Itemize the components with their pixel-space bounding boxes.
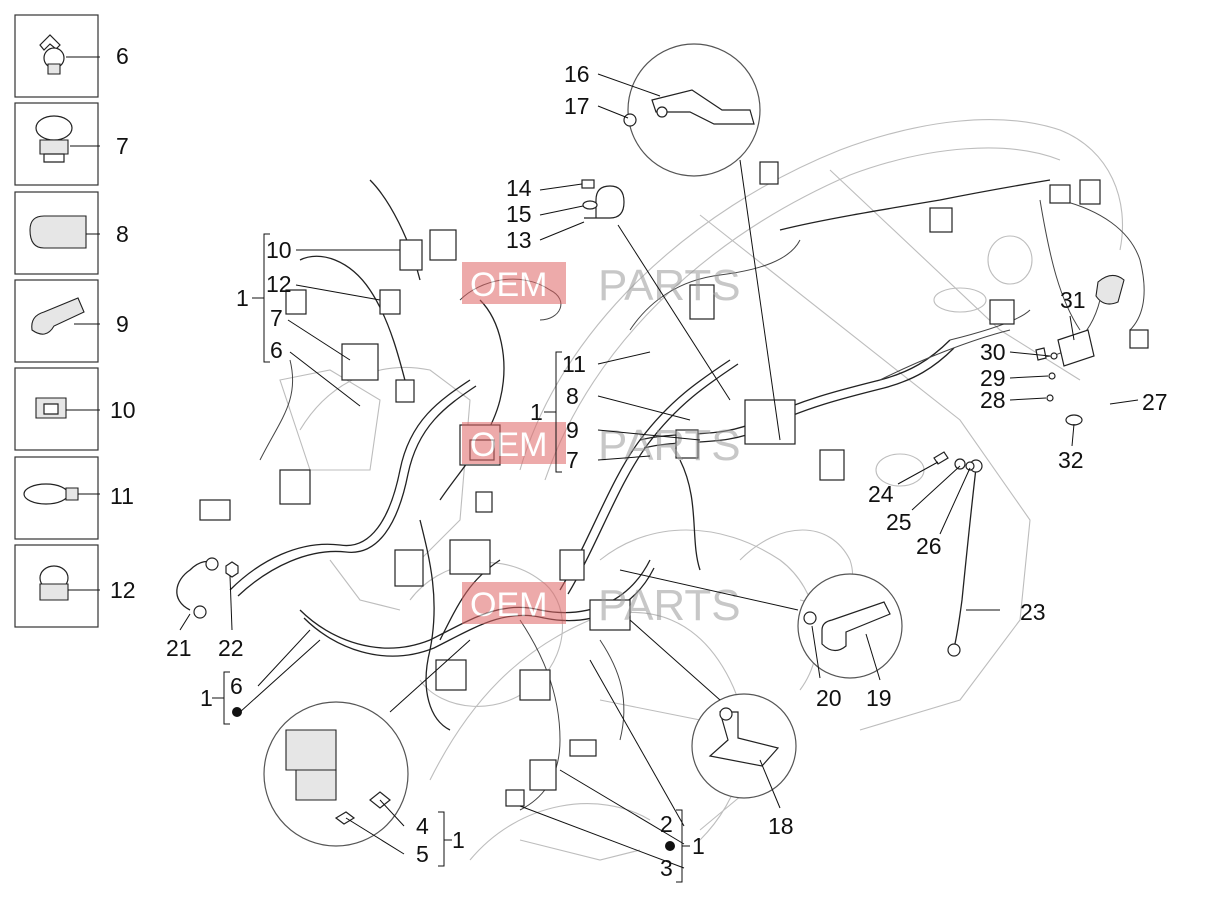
callout-8-side: 8 — [116, 221, 129, 247]
callout-7-center: 7 — [566, 447, 579, 473]
callout-8: 8 — [566, 383, 579, 409]
callout-6-side: 6 — [116, 43, 129, 69]
callout-9-side: 9 — [116, 311, 129, 337]
callout-23: 23 — [1020, 599, 1046, 625]
callout-31: 31 — [1060, 287, 1086, 313]
callout-10-side: 10 — [110, 397, 136, 423]
callout-7-side: 7 — [116, 133, 129, 159]
detail-circle-clamp-13-15 — [581, 179, 731, 401]
callout-11-side: 11 — [110, 483, 134, 509]
callout-3: 3 — [660, 855, 673, 881]
watermark: OEM PARTS OEM PARTS OEM PARTS — [462, 261, 741, 630]
callout-1-center: 1 — [530, 399, 543, 425]
watermark-parts-text: PARTS — [598, 261, 741, 310]
callout-1-bottom: 1 — [200, 685, 213, 711]
callout-20: 20 — [816, 685, 842, 711]
callout-32: 32 — [1058, 447, 1084, 473]
callout-19: 19 — [866, 685, 892, 711]
callout-4: 4 — [416, 813, 429, 839]
callout-21: 21 — [166, 635, 192, 661]
callout-11: 11 — [562, 351, 586, 377]
callout-1-harness: 1 — [692, 833, 705, 859]
watermark-badge — [462, 262, 566, 304]
callout-17: 17 — [564, 93, 590, 119]
detail-circle-bracket-16-17 — [623, 43, 781, 441]
callout-labels: 6 7 8 9 10 11 12 10 12 7 6 1 16 17 14 15… — [110, 43, 1168, 881]
callout-22: 22 — [218, 635, 244, 661]
group-brackets — [212, 233, 690, 883]
callout-2: 2 — [660, 811, 673, 837]
watermark-middle: OEM PARTS — [462, 421, 741, 470]
bullet-marker — [665, 841, 675, 851]
callout-27: 27 — [1142, 389, 1168, 415]
watermark-badge — [462, 422, 566, 464]
callout-5: 5 — [416, 841, 429, 867]
callout-18: 18 — [768, 813, 794, 839]
callout-6-bottom: 6 — [230, 673, 243, 699]
side-panel — [14, 14, 100, 628]
callout-15: 15 — [506, 201, 532, 227]
watermark-oem-text: OEM — [470, 266, 547, 304]
battery-cable-23 — [947, 459, 983, 657]
side-panel-box-9 — [14, 279, 100, 363]
main-wiring-harness — [229, 179, 1145, 811]
watermark-parts-text: PARTS — [598, 421, 741, 470]
callout-7: 7 — [270, 305, 283, 331]
callout-12-side: 12 — [110, 577, 136, 603]
leader-lines — [179, 73, 1139, 869]
small-fasteners-28-30 — [1046, 352, 1058, 402]
bolt-24-washers-25-26 — [933, 451, 975, 471]
callout-29: 29 — [980, 365, 1006, 391]
watermark-parts-text: PARTS — [598, 581, 741, 630]
callout-9: 9 — [566, 417, 579, 443]
callout-13: 13 — [506, 227, 532, 253]
callout-6: 6 — [270, 337, 283, 363]
clip-32 — [1065, 414, 1083, 426]
side-panel-box-10 — [14, 367, 100, 451]
callout-10: 10 — [266, 237, 292, 263]
side-panel-box-12 — [14, 544, 100, 628]
callout-24: 24 — [868, 481, 894, 507]
callout-1-fuse: 1 — [452, 827, 465, 853]
callout-25: 25 — [886, 509, 912, 535]
bracket-31 — [1057, 329, 1095, 367]
callout-12: 12 — [266, 271, 292, 297]
harness-components — [199, 161, 1149, 807]
side-panel-box-7 — [14, 102, 100, 186]
watermark-oem-text: OEM — [470, 426, 547, 464]
watermark-bottom: OEM PARTS — [462, 581, 741, 630]
callout-26: 26 — [916, 533, 942, 559]
watermark-top: OEM PARTS — [462, 261, 741, 310]
callout-14: 14 — [506, 175, 532, 201]
callout-16: 16 — [564, 61, 590, 87]
side-panel-box-11 — [14, 456, 100, 540]
watermark-oem-text: OEM — [470, 586, 547, 624]
callout-30: 30 — [980, 339, 1006, 365]
sensor-27 — [1035, 274, 1125, 361]
callout-1: 1 — [236, 285, 249, 311]
battery-cable-21 — [176, 557, 219, 619]
detail-circle-bracket-18 — [629, 619, 797, 799]
detail-circle-bracket-19-20 — [619, 569, 903, 679]
side-panel-box-6 — [14, 14, 100, 98]
nut-22 — [225, 561, 239, 578]
bullet-markers — [232, 707, 675, 851]
callout-28: 28 — [980, 387, 1006, 413]
side-panel-box-8 — [14, 191, 100, 275]
bullet-marker — [232, 707, 242, 717]
watermark-badge — [462, 582, 566, 624]
